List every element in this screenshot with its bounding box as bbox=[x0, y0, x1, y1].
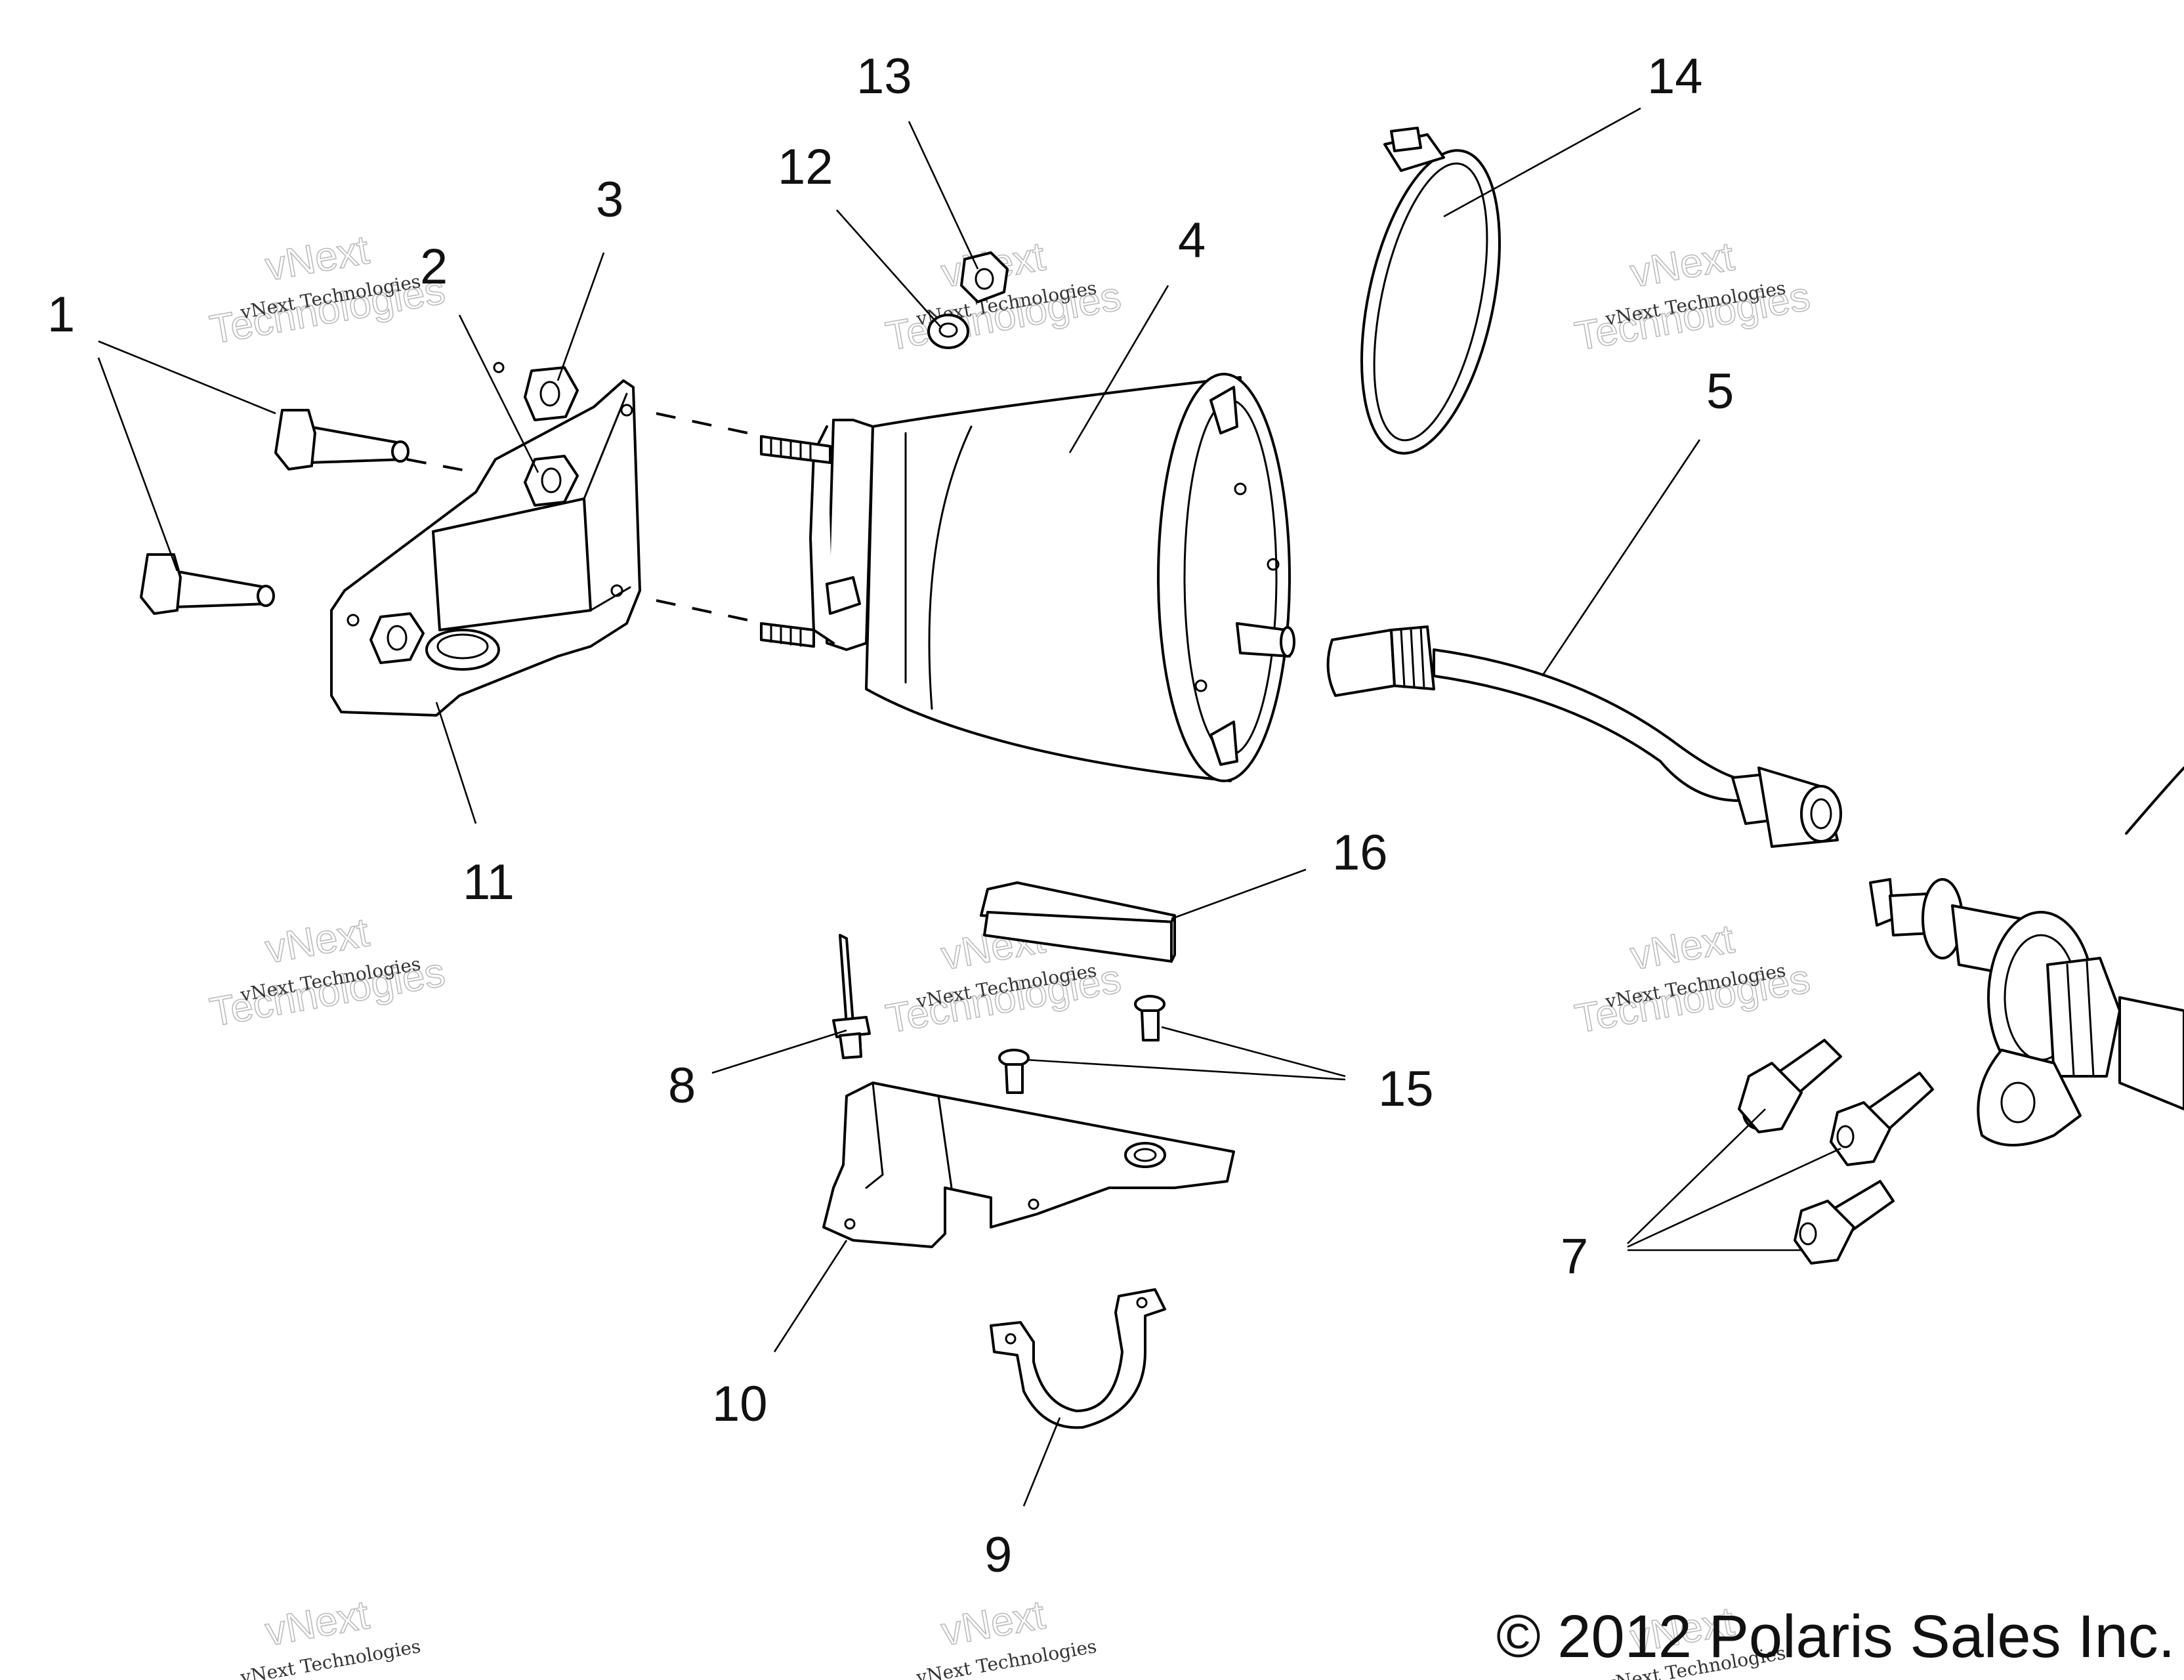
flange-nut-bracket bbox=[369, 612, 425, 664]
starter-drive bbox=[1869, 766, 2184, 1146]
hex-nut bbox=[960, 251, 1009, 303]
callout-15: 15 bbox=[1378, 1061, 1434, 1117]
svg-text:vNext: vNext bbox=[262, 910, 372, 972]
flange-nut-2 bbox=[524, 455, 579, 507]
callout-5: 5 bbox=[1706, 364, 1734, 419]
callout-16: 16 bbox=[1332, 825, 1388, 881]
hose-clamp bbox=[1360, 127, 1501, 455]
flange-nut-3 bbox=[524, 366, 579, 421]
screw-lower bbox=[998, 1049, 1030, 1094]
starter-motor bbox=[760, 373, 1295, 782]
mounting-bracket bbox=[330, 362, 641, 717]
battery-cable bbox=[1326, 625, 1842, 848]
callout-14: 14 bbox=[1647, 49, 1703, 104]
svg-text:vNext: vNext bbox=[262, 1592, 372, 1654]
strap-clamp bbox=[990, 1288, 1166, 1429]
callout-7: 7 bbox=[1561, 1228, 1588, 1284]
flange-bolt-lower bbox=[140, 553, 275, 615]
callout-10: 10 bbox=[712, 1376, 768, 1432]
rivet bbox=[832, 934, 871, 1059]
callout-9: 9 bbox=[984, 1527, 1012, 1583]
watermark: vNext vNext Technologies bbox=[238, 1591, 423, 1680]
svg-text:vNext: vNext bbox=[938, 1592, 1048, 1654]
cap-screw-1 bbox=[1738, 1039, 1842, 1133]
callout-11: 11 bbox=[463, 854, 514, 910]
callout-4: 4 bbox=[1178, 213, 1206, 268]
callout-13: 13 bbox=[856, 49, 912, 104]
watermark: vNext Technologies vNext Technologies bbox=[1571, 233, 1814, 360]
svg-text:vNext: vNext bbox=[1627, 916, 1737, 978]
watermark: vNext Technologies vNext Technologies bbox=[1571, 915, 1814, 1042]
callout-8: 8 bbox=[668, 1058, 696, 1114]
callout-3: 3 bbox=[596, 172, 623, 228]
watermark: vNext Technologies vNext Technologies bbox=[206, 909, 449, 1036]
callout-2: 2 bbox=[420, 239, 448, 295]
callout-1: 1 bbox=[47, 287, 75, 343]
callouts: 1 2 3 4 5 7 8 9 10 11 12 13 14 15 16 bbox=[47, 49, 1734, 1583]
leader-lines bbox=[97, 107, 1841, 1507]
cap-screw-3 bbox=[1794, 1180, 1895, 1265]
svg-text:vNext: vNext bbox=[1627, 234, 1737, 296]
cap-screw-2 bbox=[1830, 1072, 1934, 1166]
flange-bolt-upper bbox=[274, 409, 410, 471]
screw-upper bbox=[1134, 995, 1166, 1041]
foam-pad bbox=[980, 881, 1176, 963]
lower-bracket bbox=[822, 1082, 1235, 1248]
watermark: vNext Technologies vNext Technologies bbox=[206, 226, 449, 353]
callout-12: 12 bbox=[778, 139, 833, 195]
watermark: vNext vNext Technologies bbox=[914, 1591, 1099, 1680]
svg-text:vNext: vNext bbox=[262, 227, 372, 289]
copyright-notice: © 2012 Polaris Sales Inc. bbox=[1496, 1603, 2175, 1670]
